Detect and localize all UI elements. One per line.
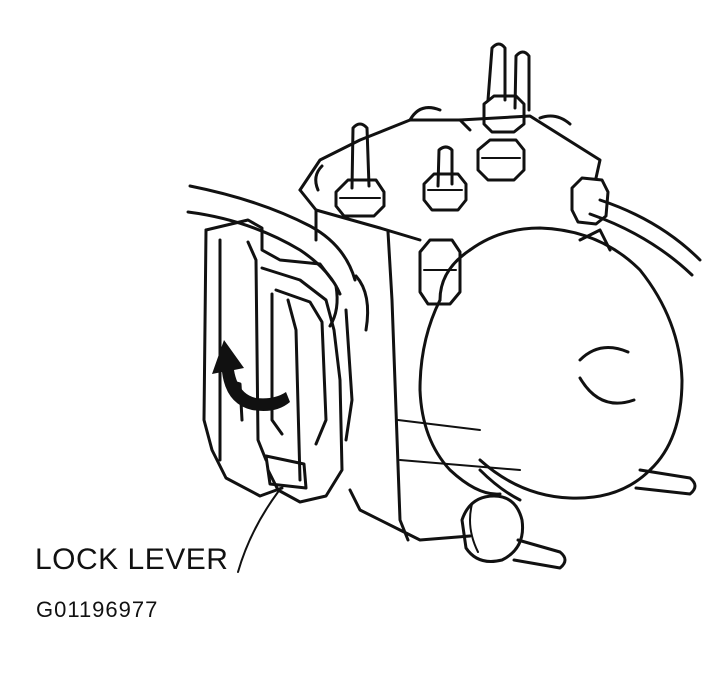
pump-motor — [418, 226, 697, 500]
lock-lever — [202, 218, 354, 504]
callout-leader-line — [237, 491, 279, 573]
flare-nuts — [334, 94, 610, 306]
solenoid-valve — [460, 494, 567, 570]
curved-arrow-icon — [212, 340, 290, 411]
brake-pipes — [350, 42, 702, 277]
lock-lever-callout-label: LOCK LEVER — [35, 543, 229, 576]
figure-id-label: G01196977 — [36, 597, 159, 622]
